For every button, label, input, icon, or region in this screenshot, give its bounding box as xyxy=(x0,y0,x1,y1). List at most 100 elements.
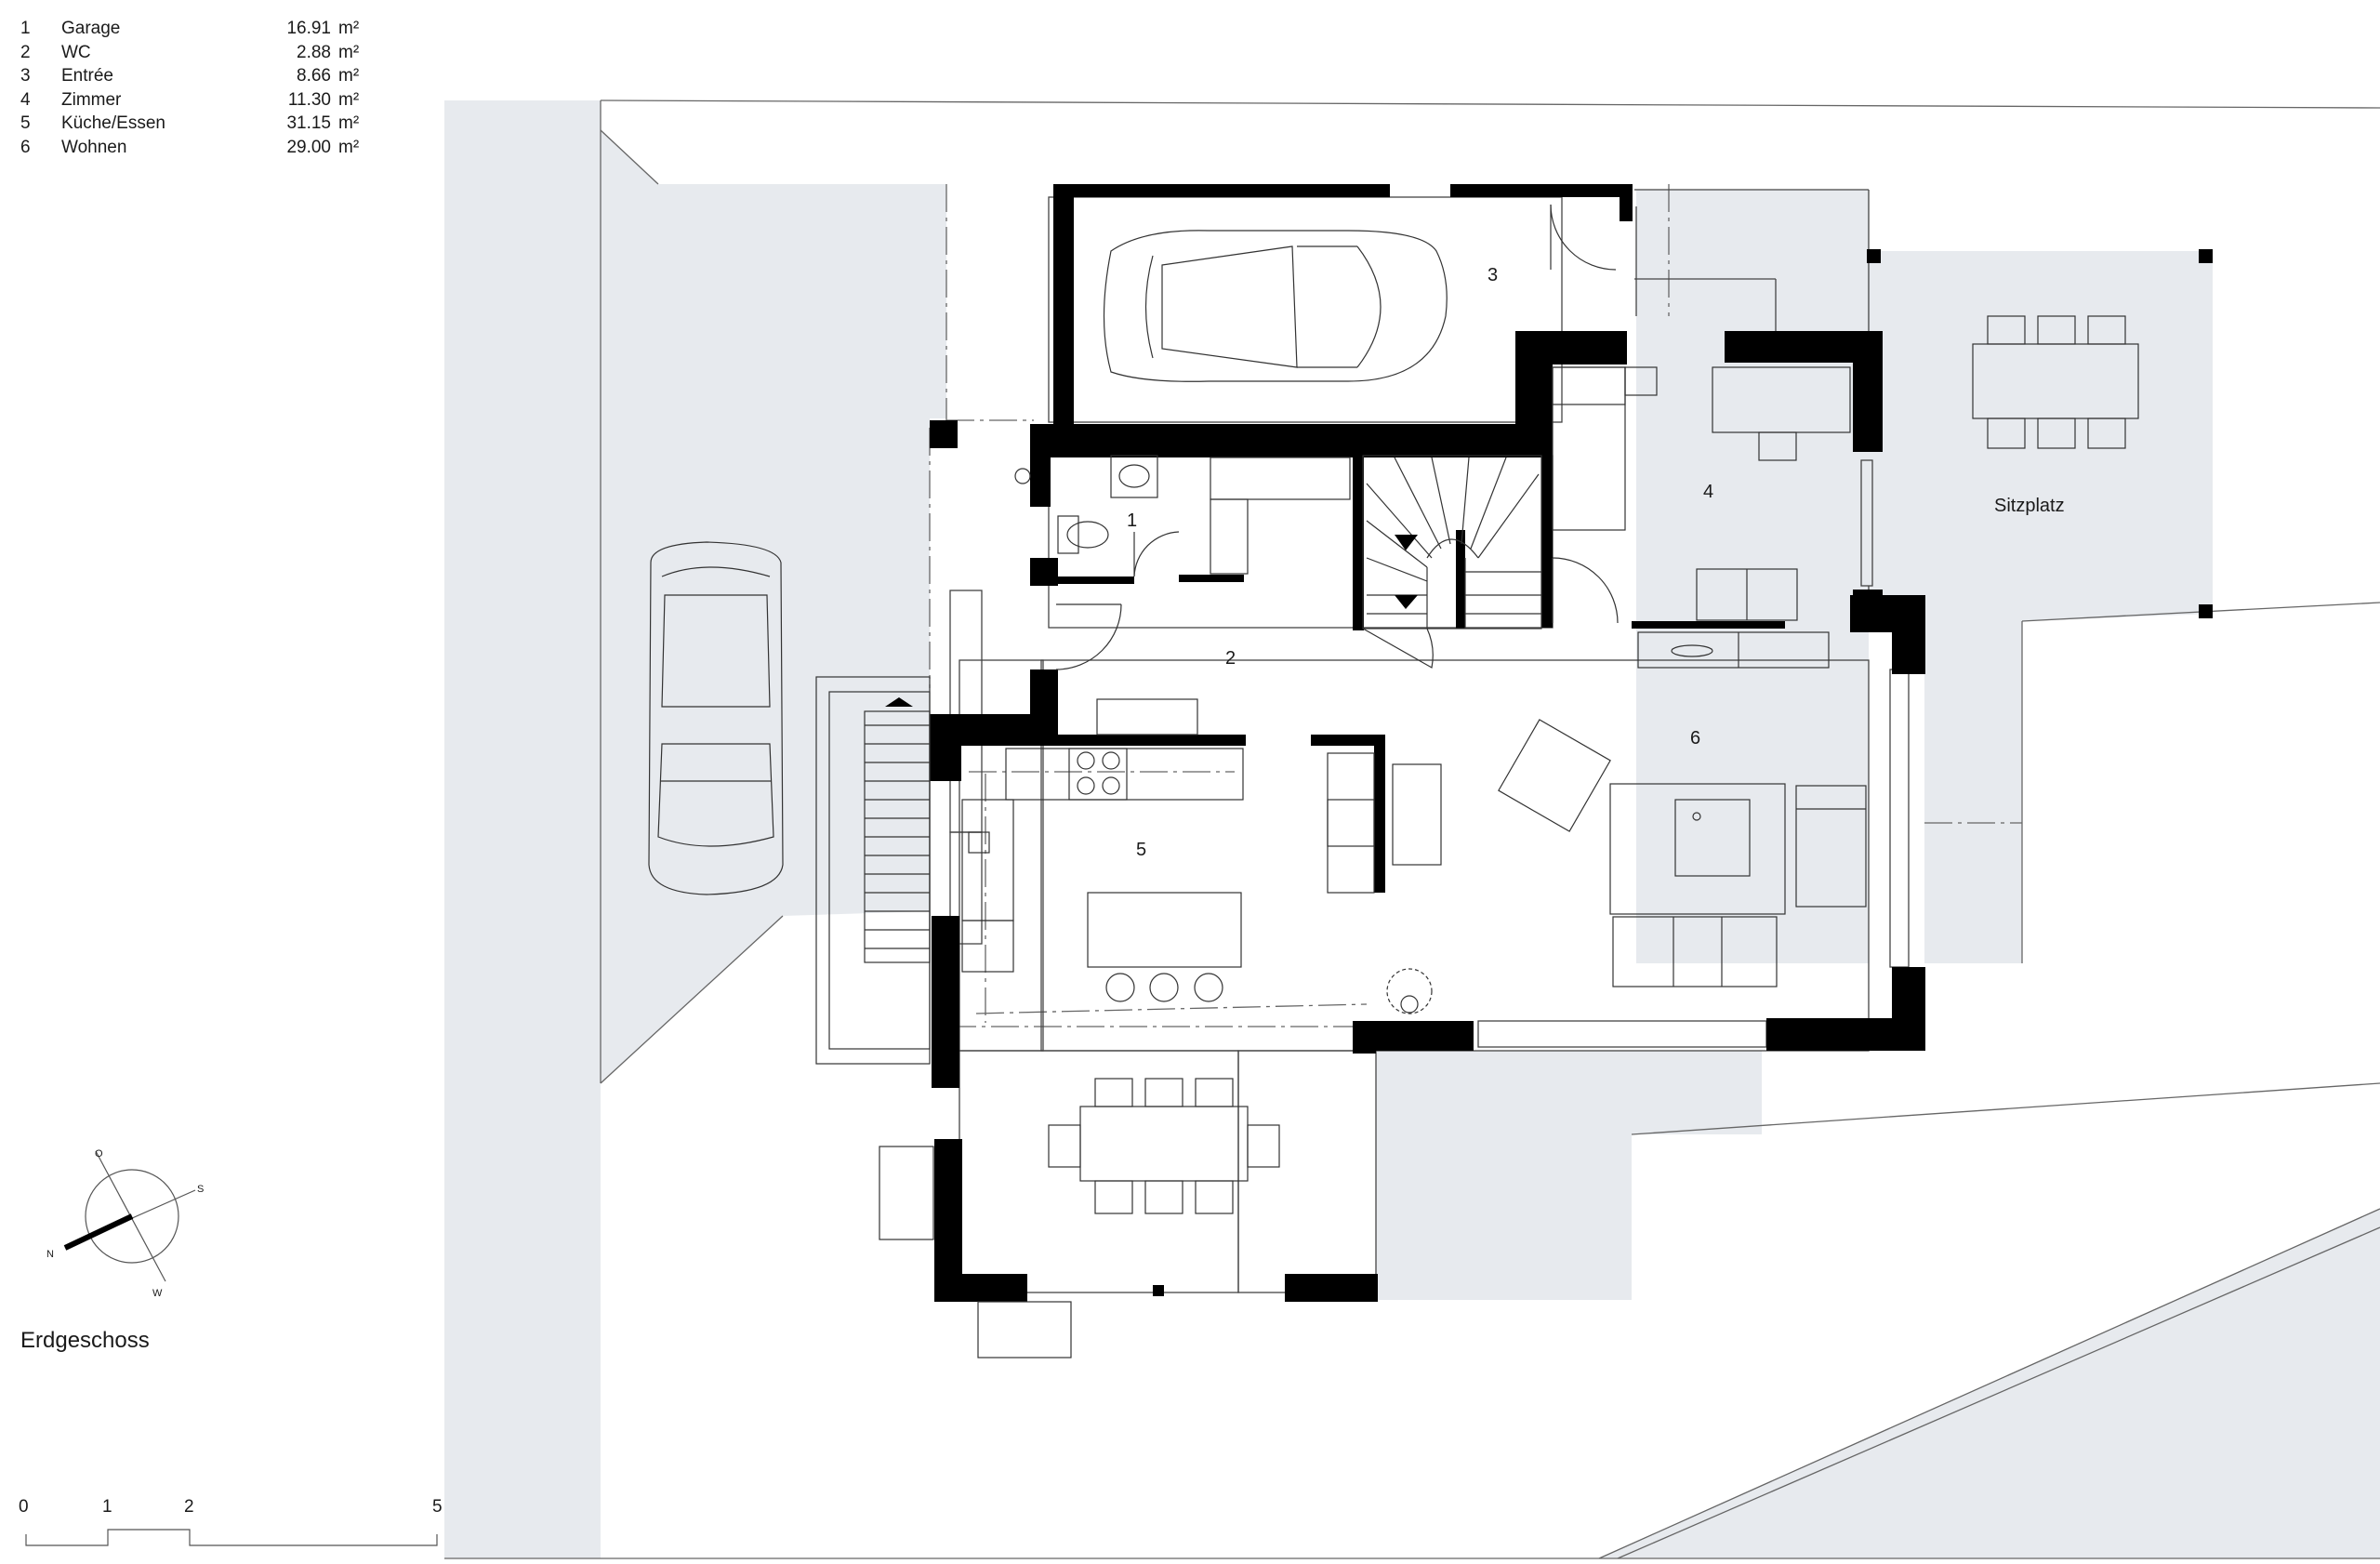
wall-entree-bottom xyxy=(1032,424,1520,457)
legend-unit: m² xyxy=(338,89,360,110)
ground-left-strip xyxy=(444,100,601,1558)
wall-entree-right xyxy=(1620,184,1633,221)
legend-name: Zimmer xyxy=(61,89,122,110)
wall-wohnen-right xyxy=(1892,595,1925,674)
terrace-right xyxy=(1636,190,2213,963)
furniture xyxy=(961,315,2139,1214)
legend-num: 2 xyxy=(20,42,31,62)
room-label-6: 6 xyxy=(1690,728,1700,749)
legend-unit: m² xyxy=(338,42,360,62)
legend-row: 3 Entrée 8.66 m² xyxy=(20,64,366,88)
wall-wohnen-bottom-right xyxy=(1766,1018,1925,1051)
side-table xyxy=(1392,763,1442,866)
legend-num: 4 xyxy=(20,89,31,110)
scale-label-2: 2 xyxy=(184,1497,194,1517)
kitchen-island xyxy=(1087,892,1242,968)
door-entree xyxy=(1550,204,1617,271)
legend-num: 3 xyxy=(20,66,31,86)
legend-name: WC xyxy=(61,42,91,62)
legend-row: 1 Garage 16.91 m² xyxy=(20,17,366,41)
legend-name: Entrée xyxy=(61,66,113,86)
post-3 xyxy=(2199,604,2213,618)
legend-num: 1 xyxy=(20,19,31,38)
plan-title: Erdgeschoss xyxy=(20,1328,150,1353)
wall-dining-bottom-right xyxy=(1285,1274,1378,1302)
legend-num: 6 xyxy=(20,137,31,157)
wall-kitchen-left xyxy=(930,716,961,781)
legend-unit: m² xyxy=(338,66,360,86)
wall-stair-right xyxy=(1456,530,1465,629)
compass-w: W xyxy=(152,1288,163,1299)
sofa-bottom xyxy=(1612,916,1778,987)
scale-bar xyxy=(25,1529,438,1546)
legend-area: 8.66 xyxy=(297,66,331,86)
room-label-3: 3 xyxy=(1488,265,1498,285)
bench xyxy=(1096,698,1198,736)
driveway xyxy=(601,130,946,1083)
legend-row: 6 Wohnen 29.00 m² xyxy=(20,136,366,160)
wall-entree-top-right xyxy=(1450,184,1632,197)
room-label-5: 5 xyxy=(1136,840,1146,860)
scale-label-1: 1 xyxy=(102,1497,112,1517)
wall-dining-bottom-left xyxy=(934,1274,1027,1302)
legend-unit: m² xyxy=(338,113,360,134)
ground-areas xyxy=(444,100,2380,1558)
room-label-1: 1 xyxy=(1127,510,1137,531)
legend-row: 4 Zimmer 11.30 m² xyxy=(20,88,366,113)
rug xyxy=(1609,783,1786,915)
coffee-table xyxy=(1674,799,1751,877)
wall-entree-top xyxy=(1053,184,1390,197)
legend-area: 16.91 xyxy=(286,19,331,38)
armchair-1 xyxy=(1498,719,1611,832)
bed xyxy=(1552,366,1626,531)
wall-wc-left-top xyxy=(1030,465,1051,507)
terrace-bottom xyxy=(1376,1051,1762,1300)
doors xyxy=(1055,204,1619,670)
scale-label-0: 0 xyxy=(19,1497,29,1517)
wall-wc-divider xyxy=(1051,577,1134,584)
legend-num: 5 xyxy=(20,113,31,134)
post-1 xyxy=(1867,249,1881,263)
wall-essen-right xyxy=(1353,1021,1376,1054)
legend-unit: m² xyxy=(338,137,360,157)
wardrobe xyxy=(1210,457,1351,500)
wall-kitchen-top xyxy=(959,735,1246,746)
wall-wc-divider-right xyxy=(1179,575,1244,582)
door-entry xyxy=(1055,603,1122,670)
wall-stair-left xyxy=(1353,456,1364,630)
wall-zimmer-left xyxy=(1541,363,1553,628)
stair-arrows xyxy=(885,535,1418,707)
legend-area: 11.30 xyxy=(287,89,331,110)
legend-area: 29.00 xyxy=(286,137,331,157)
compass-n: N xyxy=(46,1249,54,1260)
legend-name: Wohnen xyxy=(61,137,127,157)
wall-post xyxy=(930,420,958,448)
dining-table xyxy=(1079,1106,1249,1182)
legend-row: 2 WC 2.88 m² xyxy=(20,41,366,65)
kitchen-counter-left xyxy=(961,799,1014,921)
compass-s: S xyxy=(197,1184,204,1195)
legend-unit: m² xyxy=(338,19,360,38)
room-label-4: 4 xyxy=(1703,482,1713,502)
door-stair xyxy=(1362,628,1434,669)
cooktop xyxy=(1068,748,1128,801)
wall-entree-left xyxy=(1053,184,1074,424)
wall-wc-outer xyxy=(1030,424,1051,471)
car-driveway xyxy=(648,541,784,895)
door-wc xyxy=(1133,531,1180,577)
compass-o: O xyxy=(95,1148,103,1160)
armchair-2 xyxy=(1795,785,1867,908)
wall-dining-bottom-post xyxy=(1153,1285,1164,1296)
walls xyxy=(930,184,2213,1302)
legend-name: Küche/Essen xyxy=(61,113,165,134)
wall-partition xyxy=(1374,735,1385,893)
compass: O S W N xyxy=(46,1148,204,1299)
wall-entry-left xyxy=(1030,669,1058,714)
wall-zimmer-bottom xyxy=(1632,621,1785,629)
wall-zimmer-right xyxy=(1853,331,1883,452)
wc-basin xyxy=(1110,455,1158,498)
legend-row: 5 Küche/Essen 31.15 m² xyxy=(20,112,366,136)
scale-label-5: 5 xyxy=(432,1497,443,1517)
legend-area: 2.88 xyxy=(297,42,331,62)
